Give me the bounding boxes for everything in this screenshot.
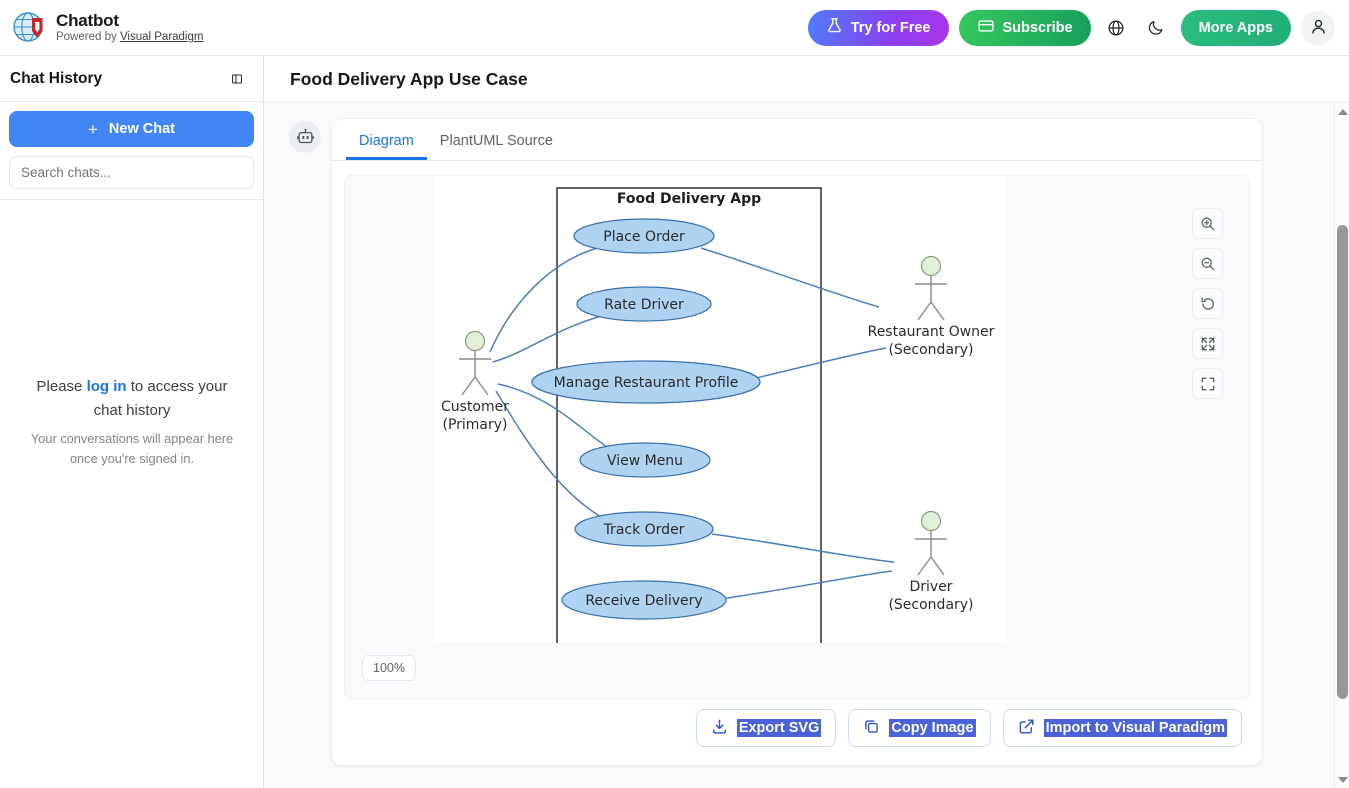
scroll-up-arrow-icon[interactable] [1335, 103, 1349, 120]
svg-text:(Primary): (Primary) [442, 417, 507, 433]
login-prompt: Please log in to access your chat histor… [26, 375, 238, 422]
diagram-viewer[interactable]: Food Delivery App [344, 175, 1250, 699]
main-scrollbar[interactable] [1334, 103, 1349, 788]
account-avatar-button[interactable] [1301, 10, 1335, 45]
new-chat-label: New Chat [108, 121, 175, 137]
subscribe-button[interactable]: Subscribe [958, 9, 1091, 46]
card-action-bar: Export SVG Copy Image [332, 709, 1262, 765]
subscribe-label: Subscribe [1002, 19, 1073, 36]
zoom-toolbar [1192, 208, 1223, 399]
svg-text:Customer: Customer [441, 399, 509, 415]
zoom-level-indicator: 100% [362, 655, 416, 681]
visual-paradigm-link[interactable]: Visual Paradigm [119, 31, 204, 44]
tab-diagram[interactable]: Diagram [346, 133, 427, 160]
actor-customer: Customer (Primary) [441, 330, 509, 433]
login-prompt-prefix: Please [36, 378, 87, 396]
tab-plantuml-source[interactable]: PlantUML Source [427, 133, 566, 161]
message-area: Diagram PlantUML Source Food Delivery Ap… [264, 103, 1335, 788]
more-apps-label: More Apps [1198, 19, 1273, 36]
main-content: Food Delivery App Use Case Diagram Plant… [264, 56, 1349, 788]
sidebar-header: Chat History [0, 56, 263, 102]
svg-text:(Secondary): (Secondary) [888, 342, 973, 358]
panel-collapse-icon[interactable] [225, 67, 249, 91]
diagram-canvas[interactable]: Food Delivery App [434, 176, 1006, 646]
svg-text:View Menu: View Menu [607, 453, 683, 469]
actor-driver: Driver (Secondary) [888, 510, 974, 613]
svg-text:Restaurant Owner: Restaurant Owner [868, 324, 995, 340]
main-header: Food Delivery App Use Case [264, 56, 1349, 103]
moon-icon[interactable] [1141, 13, 1171, 43]
svg-text:Track Order: Track Order [603, 522, 685, 538]
scroll-thumb[interactable] [1337, 225, 1348, 699]
user-icon [1309, 17, 1328, 39]
plus-icon: + [87, 119, 98, 139]
card-tabs: Diagram PlantUML Source [332, 119, 1262, 161]
zoom-out-icon[interactable] [1192, 248, 1223, 279]
brand: Chatbot Powered by Visual Paradigm [0, 11, 203, 45]
copy-image-label: Copy Image [889, 719, 976, 737]
flask-icon [826, 17, 843, 38]
fit-screen-icon[interactable] [1192, 328, 1223, 359]
import-to-visual-paradigm-label: Import to Visual Paradigm [1043, 719, 1227, 737]
svg-text:(Secondary): (Secondary) [888, 597, 973, 613]
visual-paradigm-globe-logo [12, 11, 46, 45]
login-prompt-subtext: Your conversations will appear here once… [30, 430, 234, 466]
credit-card-icon [977, 17, 995, 39]
svg-text:Rate Driver: Rate Driver [604, 297, 684, 313]
app-title: Chatbot [56, 10, 119, 30]
header-actions: Try for Free Subscribe Mor [807, 9, 1349, 46]
try-for-free-button[interactable]: Try for Free [807, 9, 949, 46]
try-for-free-label: Try for Free [850, 19, 931, 36]
export-svg-button[interactable]: Export SVG [695, 709, 837, 747]
svg-text:Place Order: Place Order [603, 229, 685, 245]
download-icon [711, 718, 728, 738]
zoom-in-icon[interactable] [1192, 208, 1223, 239]
reset-rotate-icon[interactable] [1192, 288, 1223, 319]
diagram-card: Diagram PlantUML Source Food Delivery Ap… [331, 118, 1263, 766]
scroll-down-arrow-icon[interactable] [1335, 771, 1349, 788]
svg-text:Receive Delivery: Receive Delivery [585, 593, 702, 609]
import-to-visual-paradigm-button[interactable]: Import to Visual Paradigm [1002, 709, 1242, 747]
use-case-nodes: Place Order Rate Driver Manage Restauran… [531, 218, 761, 620]
external-link-icon [1018, 718, 1035, 738]
robot-icon [289, 121, 321, 153]
globe-icon[interactable] [1101, 13, 1131, 43]
search-chats-input[interactable] [9, 156, 254, 189]
system-boundary-label: Food Delivery App [617, 191, 761, 207]
fullscreen-icon[interactable] [1192, 368, 1223, 399]
svg-text:Driver: Driver [909, 579, 952, 595]
copy-image-button[interactable]: Copy Image [848, 709, 991, 747]
log-in-link[interactable]: log in [86, 378, 127, 396]
use-case-diagram-svg: Food Delivery App [441, 187, 995, 646]
page-title: Food Delivery App Use Case [290, 68, 528, 89]
sidebar-actions: + New Chat [0, 102, 263, 200]
app-header: Chatbot Powered by Visual Paradigm Try f… [0, 0, 1349, 56]
powered-by-prefix: Powered by [56, 31, 120, 44]
new-chat-button[interactable]: + New Chat [9, 111, 254, 147]
sidebar-title: Chat History [10, 69, 103, 87]
more-apps-button[interactable]: More Apps [1180, 9, 1291, 46]
export-svg-label: Export SVG [736, 719, 822, 737]
copy-icon [863, 718, 880, 738]
chat-history-sidebar: Chat History + New Chat Please log in to… [0, 56, 264, 788]
bot-message-row: Diagram PlantUML Source Food Delivery Ap… [264, 103, 1335, 766]
svg-text:Manage Restaurant Profile: Manage Restaurant Profile [554, 375, 739, 391]
actor-restaurant-owner: Restaurant Owner (Secondary) [868, 255, 995, 358]
powered-by-text: Powered by Visual Paradigm [56, 31, 203, 43]
